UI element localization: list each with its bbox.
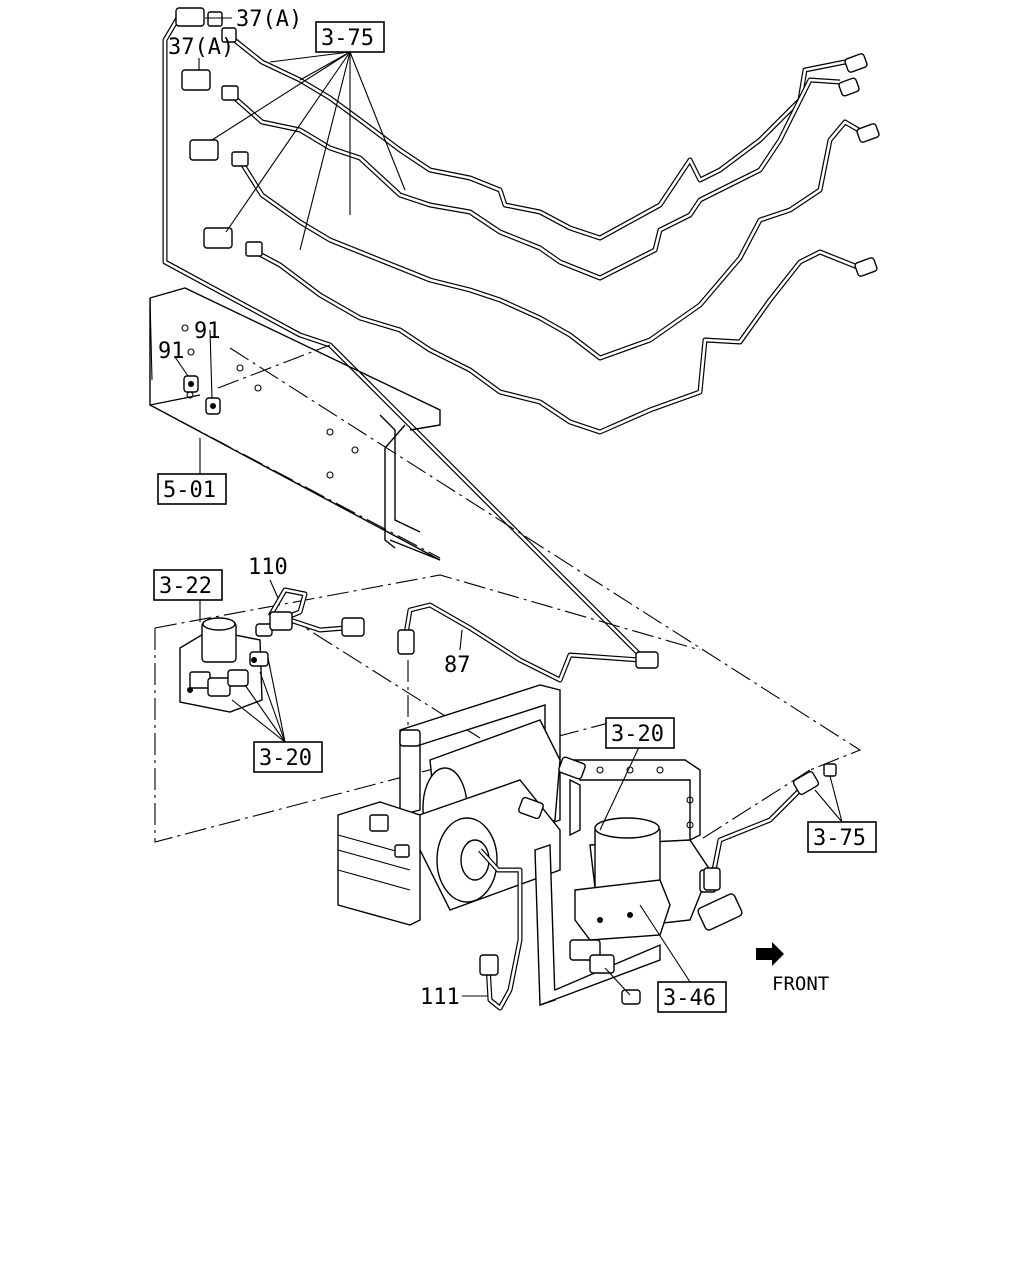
fitting-end-4 <box>854 257 878 277</box>
callout-box-3-20-left: 3-20 <box>253 741 323 773</box>
callout-37a-top: 37(A) <box>236 7 302 32</box>
callout-3-22: 3-22 <box>159 574 212 599</box>
fitting-37a-second <box>181 69 239 101</box>
pipe-line-1 <box>230 36 846 241</box>
fitting-tee-3 <box>189 139 249 167</box>
frame-rail <box>149 287 441 561</box>
callout-3-75-top: 3-75 <box>321 26 374 51</box>
leader-lines <box>174 17 843 997</box>
callout-box-3-46: 3-46 <box>657 981 727 1013</box>
pipe-fittings <box>175 7 880 277</box>
valve-assembly-3-22 <box>179 617 273 713</box>
callout-3-46: 3-46 <box>663 986 716 1011</box>
callout-37a-second: 37(A) <box>168 35 234 60</box>
air-tank-assembly <box>337 684 743 1006</box>
fitting-37a-top <box>175 7 237 43</box>
callout-3-75-right: 3-75 <box>813 826 866 851</box>
callout-box-3-20-right: 3-20 <box>605 717 675 749</box>
fitting-end-1 <box>838 53 868 97</box>
callout-3-20-right: 3-20 <box>611 722 664 747</box>
callout-box-3-22: 3-22 <box>153 569 223 601</box>
callout-91-b: 91 <box>158 339 185 364</box>
arrow-right-icon <box>756 942 784 966</box>
callout-87: 87 <box>444 653 471 678</box>
pipe-line-2 <box>226 77 841 281</box>
pipe-3-75-right <box>703 763 837 891</box>
pipe-line-3 <box>237 119 864 361</box>
callout-box-3-75-right: 3-75 <box>807 821 877 853</box>
fitting-tee-4 <box>203 227 263 257</box>
pipe-line-4 <box>250 247 861 435</box>
clip-91-left <box>183 375 199 393</box>
callout-3-20-left: 3-20 <box>259 746 312 771</box>
pipe-87 <box>397 602 659 683</box>
callout-box-5-01: 5-01 <box>157 473 227 505</box>
callout-91-a: 91 <box>194 319 221 344</box>
callout-5-01: 5-01 <box>163 478 216 503</box>
front-label: FRONT <box>772 973 829 995</box>
clip-91-right <box>205 397 221 415</box>
front-indicator: FRONT <box>756 942 829 995</box>
callout-110: 110 <box>248 555 288 580</box>
hose-111 <box>478 848 523 1011</box>
callout-111: 111 <box>420 985 460 1010</box>
fitting-end-3 <box>856 123 880 143</box>
hose-110 <box>267 587 365 637</box>
callout-box-3-75-top: 3-75 <box>315 21 385 53</box>
